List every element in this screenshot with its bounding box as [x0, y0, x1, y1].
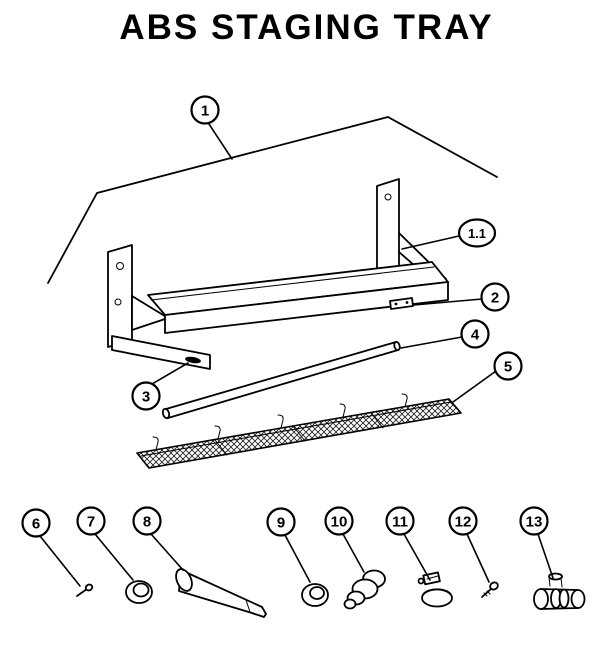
callout-7: 7: [76, 506, 134, 581]
callout-balloon: [480, 282, 510, 312]
part-nut-9: [301, 583, 329, 607]
callout-balloon: [460, 319, 490, 349]
part-plug-10: [343, 569, 386, 610]
callout-9: 9: [266, 507, 311, 583]
part-screw-6: [76, 583, 94, 597]
part-nozzle-8: [175, 568, 267, 618]
part-screw-12: [481, 581, 499, 598]
latch-part: [389, 297, 414, 310]
callout-number: 8: [143, 514, 151, 531]
callout-number: 7: [87, 514, 95, 531]
callout-number: 6: [32, 516, 40, 533]
callout-8: 8: [132, 506, 184, 571]
callout-number: 1.1: [468, 226, 486, 241]
callout-number: 3: [142, 389, 150, 406]
tray-assembly: [107, 178, 449, 370]
callout-number: 10: [331, 514, 348, 531]
part-clamp-11: [417, 571, 453, 608]
callout-3: 3: [131, 362, 189, 411]
left-bracket: [107, 244, 169, 348]
callout-number: 4: [471, 327, 480, 344]
callout-balloon: [448, 506, 478, 536]
small-parts: [76, 568, 586, 618]
callout-balloon: [457, 218, 497, 248]
support-rod: [161, 340, 401, 420]
callout-number: 1: [201, 103, 209, 120]
callout-balloon: [76, 506, 106, 536]
callout-balloon: [190, 95, 220, 125]
callout-4: 4: [400, 319, 490, 349]
callout-13: 13: [519, 506, 554, 579]
callout-1: 1: [190, 95, 233, 160]
callout-1-1: 1.1: [401, 218, 497, 250]
callout-balloon: [131, 381, 161, 411]
callout-11: 11: [385, 506, 431, 581]
callout-number: 11: [392, 514, 408, 531]
callout-balloon: [132, 506, 162, 536]
tray-body: [147, 261, 449, 334]
callout-2: 2: [413, 282, 510, 312]
callout-6: 6: [21, 508, 81, 587]
part-ring-7: [125, 580, 153, 604]
page-title: ABS STAGING TRAY: [119, 8, 494, 47]
callout-number: 9: [277, 515, 285, 532]
mesh-grate: [136, 393, 462, 469]
callout-balloon: [21, 508, 51, 538]
callout-12: 12: [448, 506, 490, 583]
callout-balloon: [493, 351, 523, 381]
callout-balloon: [324, 506, 354, 536]
callout-10: 10: [324, 506, 365, 573]
callout-balloon: [385, 506, 415, 536]
callout-number: 2: [491, 290, 499, 307]
callout-balloon: [519, 506, 549, 536]
callout-number: 5: [504, 359, 512, 376]
callout-number: 13: [526, 514, 543, 531]
callout-number: 12: [455, 514, 472, 531]
assembly-outline: [47, 116, 498, 284]
callout-balloon: [266, 507, 296, 537]
part-fitting-13: [533, 572, 586, 610]
callouts: 1 1.1 2 3 4: [21, 95, 554, 587]
base-rail: [111, 335, 211, 370]
callout-5: 5: [452, 351, 523, 403]
